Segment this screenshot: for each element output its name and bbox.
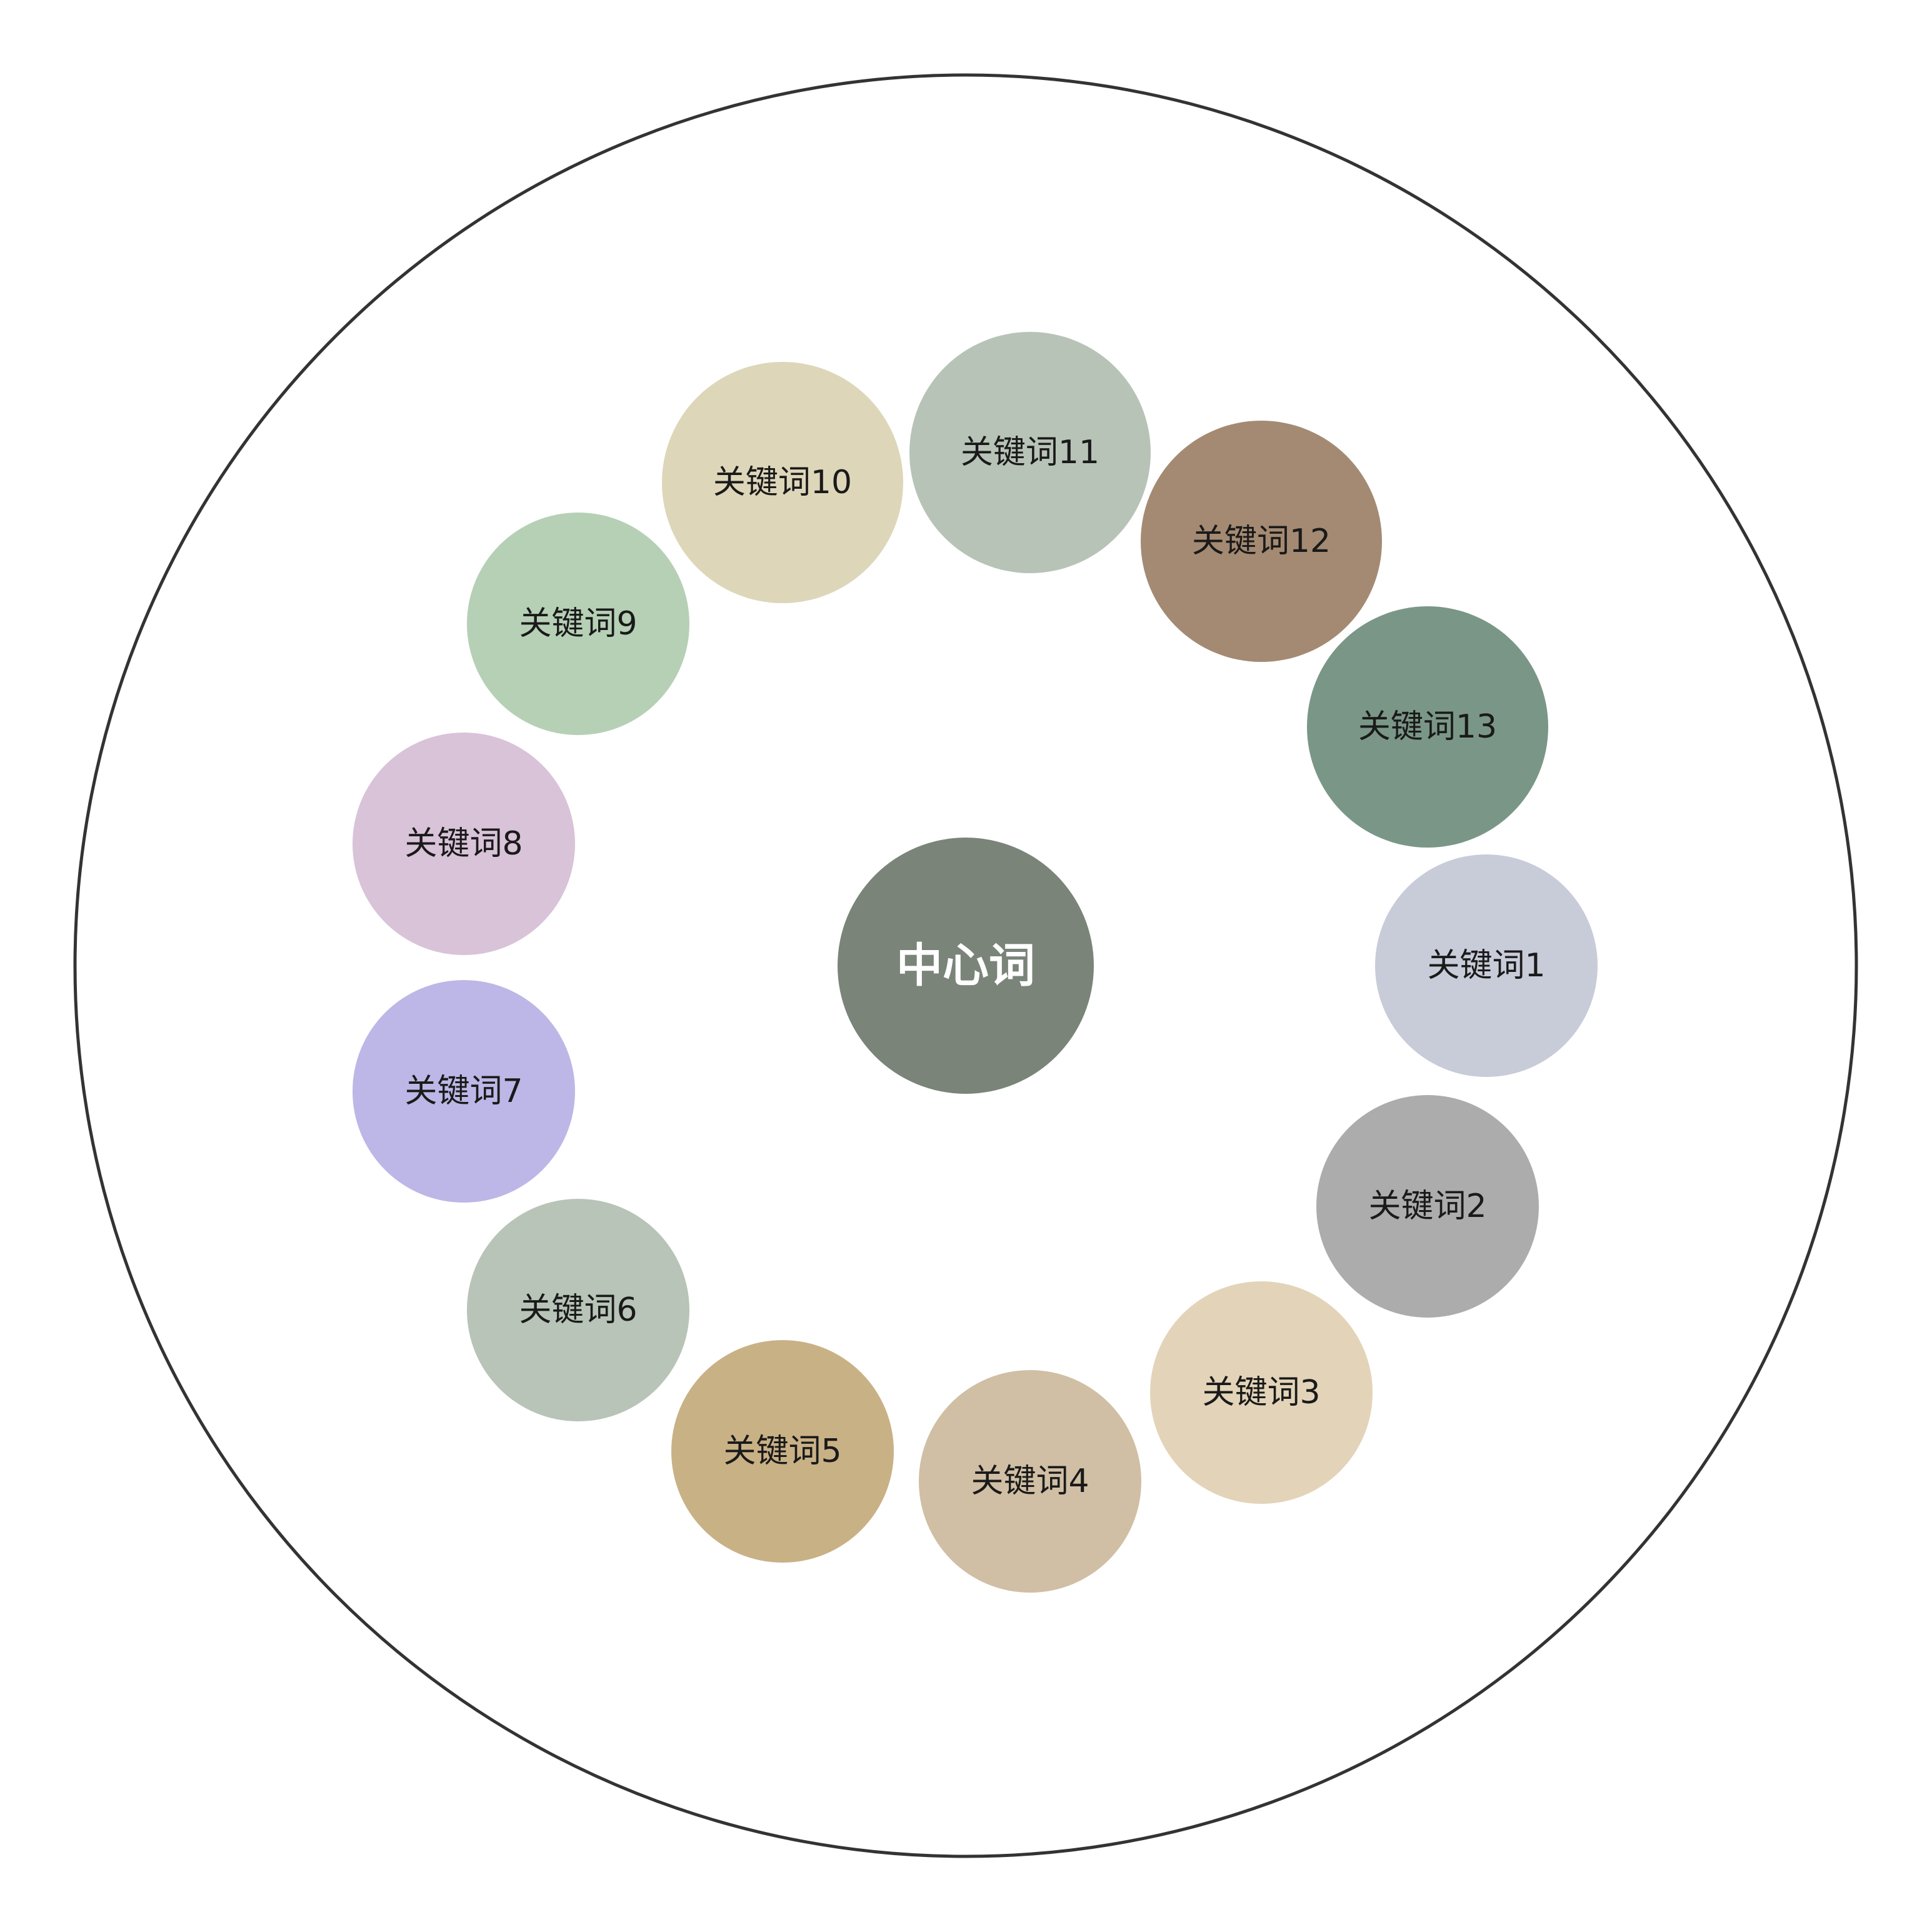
center-circle [838, 838, 1094, 1094]
keyword-circle-4 [919, 1370, 1141, 1593]
keyword-circle-8 [353, 733, 575, 955]
keyword-node-6[interactable]: 关键词6 [467, 1199, 689, 1421]
keyword-node-4[interactable]: 关键词4 [919, 1370, 1141, 1593]
keyword-label-1: 关键词1 [1427, 947, 1545, 984]
keyword-label-9: 关键词9 [519, 605, 637, 643]
keyword-node-12[interactable]: 关键词12 [1141, 421, 1382, 662]
center-node[interactable]: 中心词 [838, 838, 1094, 1094]
keyword-node-1[interactable]: 关键词1 [1375, 854, 1598, 1077]
keyword-node-2[interactable]: 关键词2 [1316, 1095, 1539, 1318]
keyword-node-7[interactable]: 关键词7 [353, 980, 575, 1203]
keyword-label-8: 关键词8 [404, 825, 523, 863]
keyword-node-3[interactable]: 关键词3 [1150, 1281, 1373, 1504]
keyword-label-11: 关键词11 [961, 434, 1099, 471]
keyword-label-4: 关键词4 [971, 1463, 1089, 1500]
keyword-circle-13 [1307, 606, 1548, 848]
keyword-node-13[interactable]: 关键词13 [1307, 606, 1548, 848]
keyword-circle-7 [353, 980, 575, 1203]
keyword-circle-6 [467, 1199, 689, 1421]
keyword-circle-10 [662, 362, 903, 603]
keyword-node-8[interactable]: 关键词8 [353, 733, 575, 955]
keyword-node-11[interactable]: 关键词11 [909, 332, 1151, 573]
keyword-label-13: 关键词13 [1358, 708, 1497, 746]
outer-ring [73, 73, 1858, 1858]
keyword-circle-1 [1375, 854, 1598, 1077]
keyword-circle-2 [1316, 1095, 1539, 1318]
keyword-label-10: 关键词10 [713, 464, 852, 501]
keyword-circle-9 [467, 513, 689, 735]
keyword-node-10[interactable]: 关键词10 [662, 362, 903, 603]
keyword-label-12: 关键词12 [1192, 523, 1331, 560]
keyword-label-5: 关键词5 [723, 1433, 841, 1470]
keyword-circle-12 [1141, 421, 1382, 662]
keyword-label-3: 关键词3 [1202, 1374, 1320, 1411]
keyword-node-9[interactable]: 关键词9 [467, 513, 689, 735]
keyword-label-2: 关键词2 [1368, 1188, 1486, 1225]
keyword-label-7: 关键词7 [404, 1073, 523, 1110]
center-label: 中心词 [896, 939, 1035, 993]
keyword-circle-11 [909, 332, 1151, 573]
keyword-nodes: 关键词1 关键词2 关键词3 关键词4 关键词5 关键词6 关键词7 关键词8 关键词9 关键词1… [353, 332, 1598, 1593]
keyword-node-5[interactable]: 关键词5 [671, 1340, 894, 1563]
keyword-label-6: 关键词6 [519, 1291, 637, 1329]
keyword-circle-3 [1150, 1281, 1373, 1504]
keyword-circle-5 [671, 1340, 894, 1563]
